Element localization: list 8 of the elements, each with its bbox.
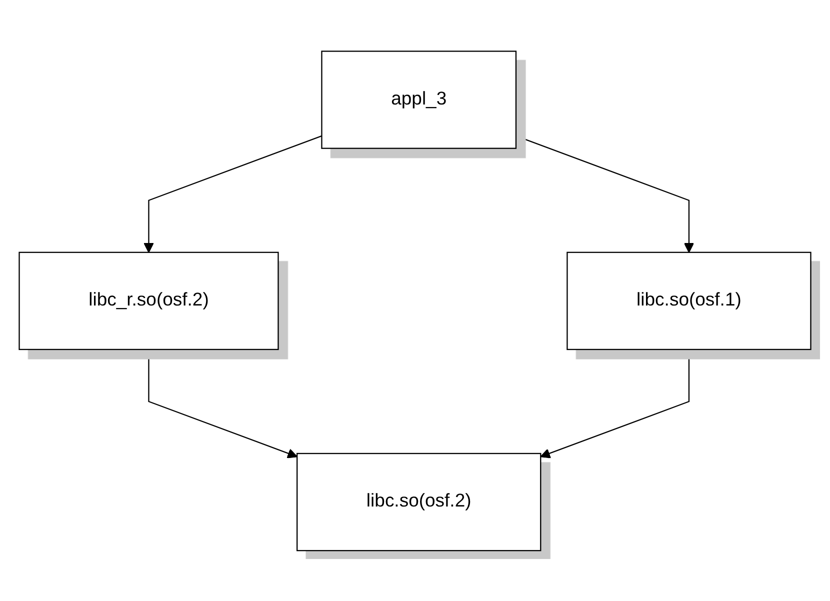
arrow [516,134,694,252]
node-box: libc.so(osf.1) [566,251,812,350]
arrow [148,349,298,458]
node-box: libc.so(osf.2) [296,452,542,551]
node-box: libc_r.so(osf.2) [18,251,279,350]
arrow [540,349,690,458]
node-box: appl_3 [321,50,517,148]
arrow [144,134,322,252]
